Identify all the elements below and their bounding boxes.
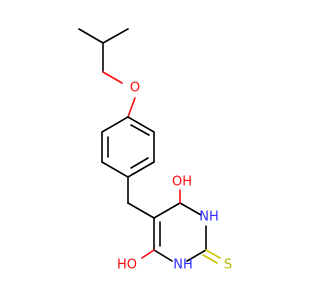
bond-c5-c4 [153, 202, 181, 219]
bond-c2-n1 [186, 249, 207, 262]
bond-c6-oh [141, 249, 155, 259]
bond-ring-inner-2 [130, 157, 149, 169]
ether-oxygen-label: O [130, 81, 140, 96]
thione-sulfur-label: S [224, 258, 232, 273]
bond-ether-ring [127, 97, 136, 118]
bond-chain-ether-1 [102, 71, 123, 84]
bond-ring-1 [127, 116, 155, 133]
molecule-canvas: O OH NH NH HO S [78, 28, 232, 273]
bond-c2-s [205, 249, 221, 259]
bond-ring-inner-1 [130, 124, 150, 136]
bond-c4-n3 [179, 202, 202, 216]
bond-methyl-1 [78, 28, 104, 44]
bond-ring-4 [101, 161, 129, 178]
structure-drawing: O OH NH NH HO S [78, 28, 232, 273]
nitrogen-bottom-label: NH [173, 258, 193, 273]
bond-ring-3 [127, 161, 155, 178]
nitrogen-right-label: NH [199, 210, 219, 225]
bond-methyl-2 [102, 28, 129, 44]
hydroxyl-top-label: OH [172, 175, 192, 190]
bond-c2-s-double [202, 254, 218, 264]
bond-ring-6 [101, 116, 129, 133]
bond-n1-c6 [153, 249, 173, 262]
bond-ch2-c5 [127, 202, 155, 219]
hydroxyl-bottom-label: HO [117, 258, 137, 273]
